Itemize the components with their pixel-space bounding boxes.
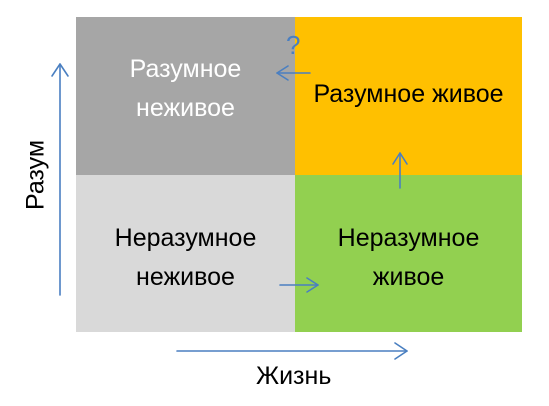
quadrant-label-line1: Разумное живое (313, 80, 504, 109)
x-axis-label: Жизнь (256, 362, 332, 390)
quadrant-nonintelligent-nonliving: Неразумное неживое (76, 175, 295, 332)
quadrant-intelligent-nonliving: Разумное неживое (76, 17, 295, 175)
quadrant-nonintelligent-living: Неразумное живое (295, 175, 522, 332)
quadrant-label-line2: неживое (136, 94, 235, 122)
quadrant-label-line2: неживое (136, 262, 235, 291)
quadrant-intelligent-living: Разумное живое (295, 17, 522, 175)
x-axis-arrow (176, 342, 408, 360)
question-mark-annotation: ? (286, 30, 301, 60)
quadrant-label-line1: Неразумное (114, 223, 257, 252)
y-axis-arrow (51, 63, 69, 296)
quadrant-label-line1: Разумное (129, 55, 242, 84)
y-axis-label: Разум (21, 139, 50, 211)
quadrant-label-line2: живое (372, 262, 445, 291)
quadrant-label-line1: Неразумное (337, 223, 480, 252)
